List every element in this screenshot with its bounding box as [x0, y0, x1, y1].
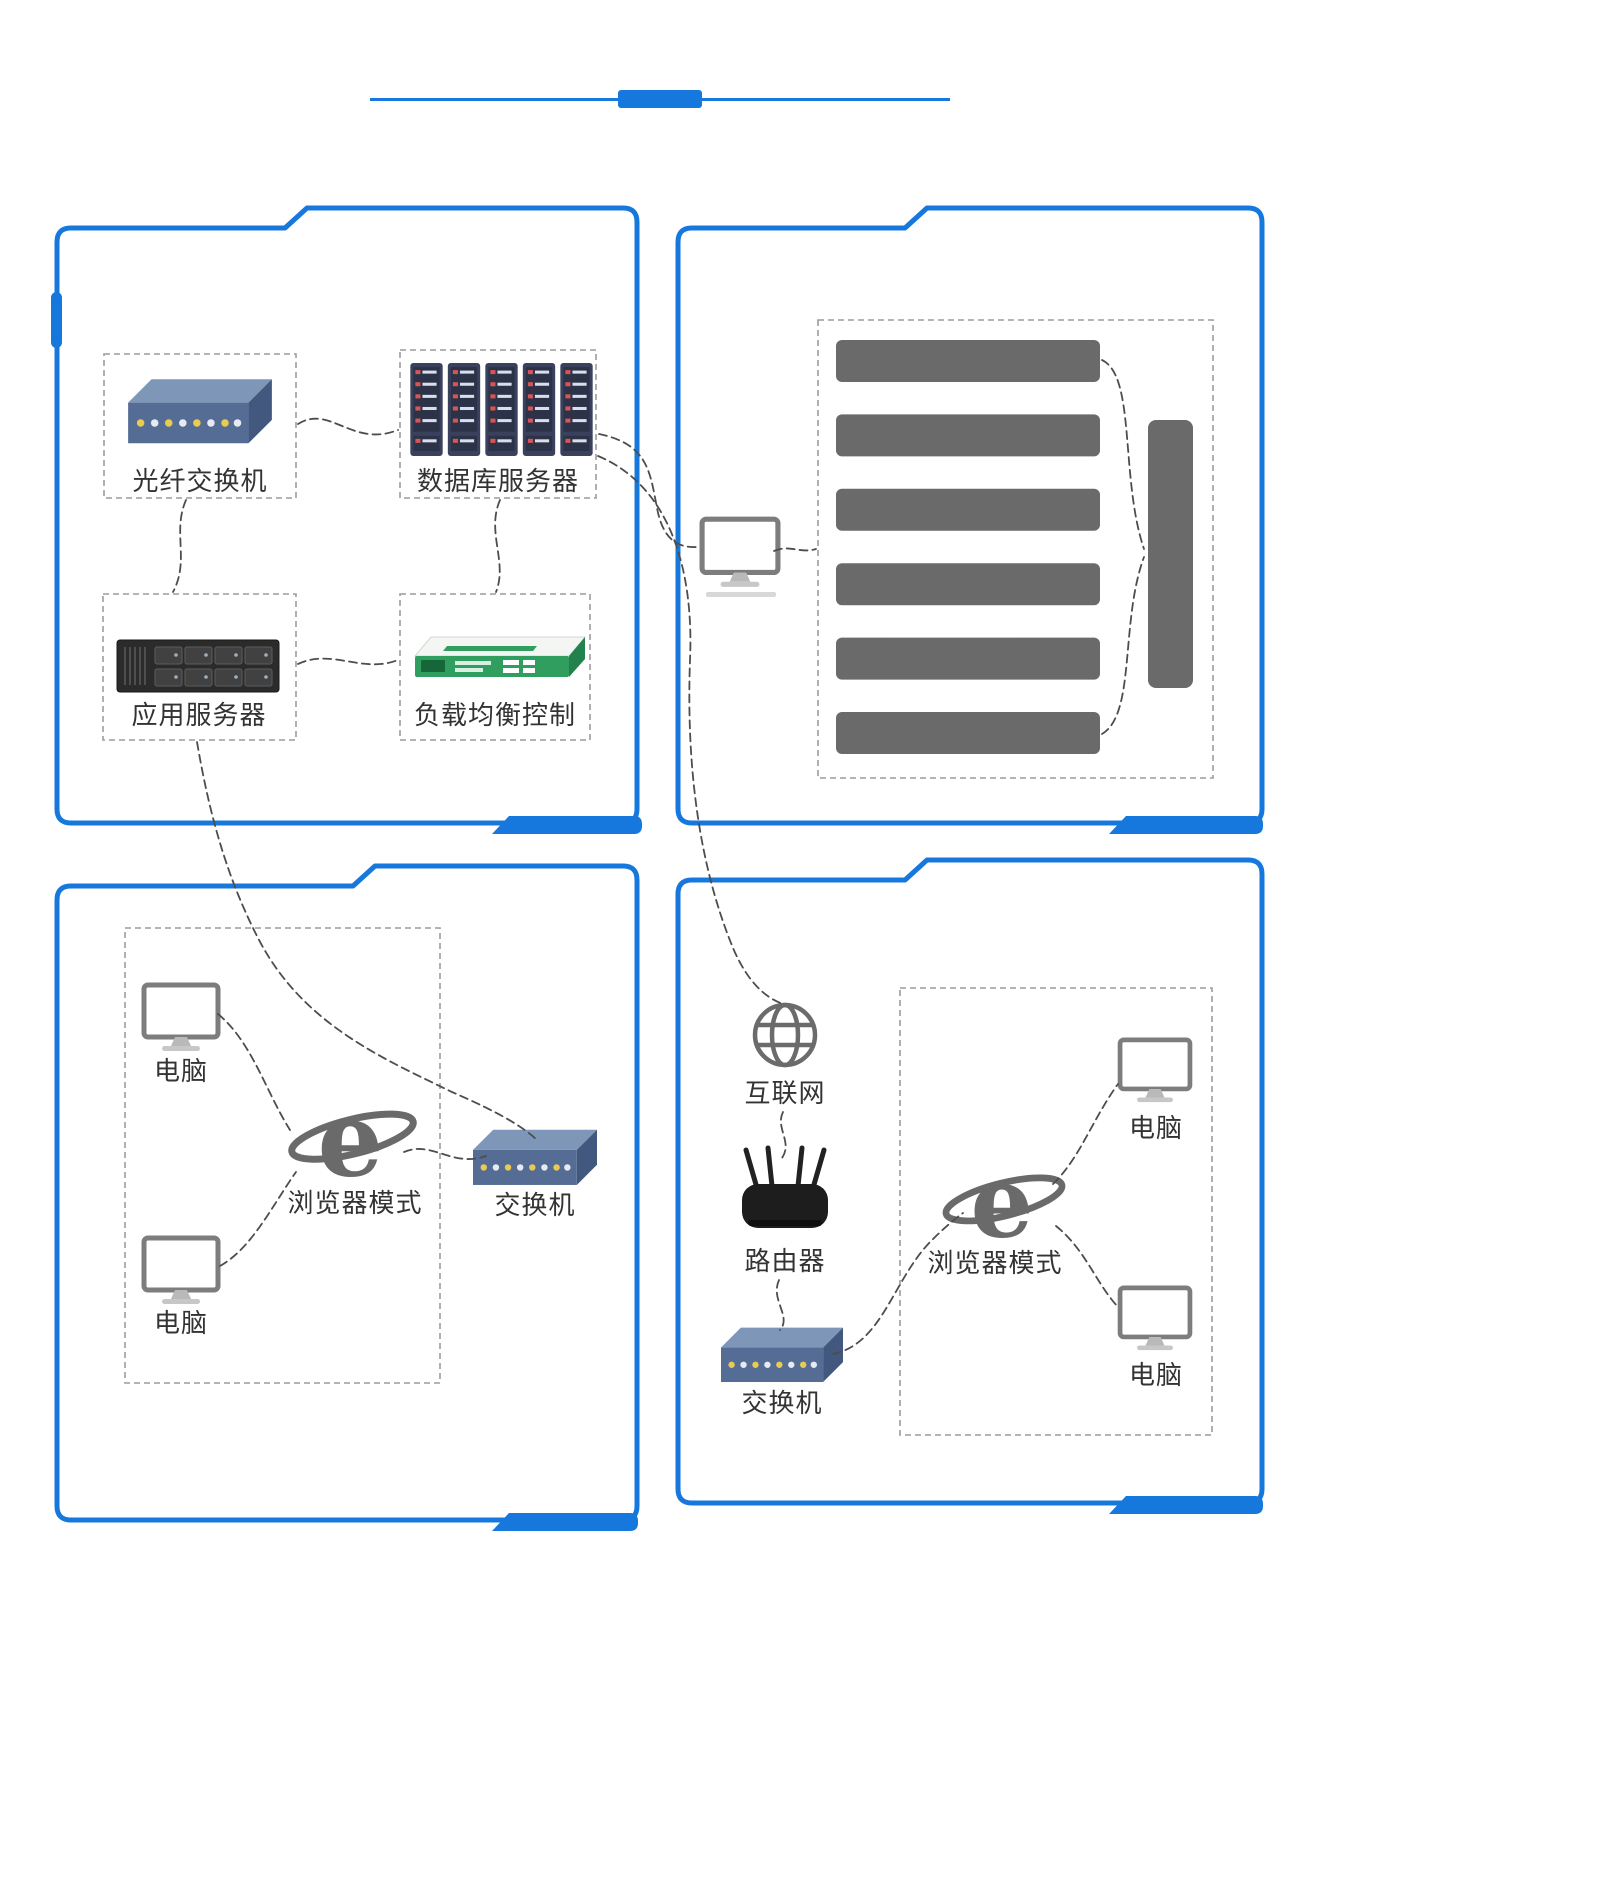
- label-app-server: 应用服务器: [131, 700, 267, 730]
- load-balancer-box: [399, 593, 591, 741]
- link-app-lb: [297, 657, 399, 666]
- label-switch-left: 交换机: [494, 1190, 576, 1220]
- link-db-workstation: [598, 433, 698, 548]
- panel-accent-bar: [492, 816, 642, 834]
- lan-left-box: [124, 927, 441, 1384]
- link-switch-browser-right: [832, 1212, 964, 1355]
- feature-bar-3: [836, 563, 1100, 606]
- summary-bar: [1148, 420, 1193, 688]
- link-internet-router: [780, 1111, 787, 1159]
- link-pc-bottom-browser-left: [219, 1171, 297, 1267]
- pc-monitor-icon-bottom-left: [144, 1238, 218, 1304]
- panel-accent-bar: [492, 1513, 638, 1531]
- link-browser-pc-bottom-right: [1055, 1225, 1120, 1309]
- fiber-switch-box: [103, 353, 297, 499]
- link-db-lb: [494, 499, 501, 593]
- link-browser-pc-top-right: [1052, 1083, 1119, 1185]
- database-server-icon: [410, 363, 593, 456]
- internet-globe-icon: [752, 1002, 818, 1068]
- brace-top-curve: [1101, 359, 1145, 550]
- feature-bar-2: [836, 488, 1100, 531]
- fiber-switch-icon: [128, 379, 272, 444]
- link-fiber-db: [297, 417, 399, 436]
- feature-bar-0: [836, 340, 1100, 382]
- app-server-icon: [116, 639, 280, 693]
- label-pc-top-right: 电脑: [1128, 1113, 1183, 1143]
- label-database-server: 数据库服务器: [416, 466, 579, 496]
- link-browser-switch-left: [403, 1148, 487, 1160]
- header-divider-bar: [618, 90, 702, 108]
- feature-list-box: [817, 319, 1214, 779]
- panel-infrastructure-frame: [54, 205, 640, 826]
- link-app-switch-left: [196, 741, 538, 1141]
- label-fiber-switch: 光纤交换机: [132, 466, 268, 496]
- feature-bar-4: [836, 637, 1100, 680]
- router-icon: [742, 1145, 828, 1228]
- feature-bar-group: [836, 340, 1100, 754]
- ie-browser-icon-left: [288, 1079, 418, 1200]
- panel-accent-bar-left: [51, 292, 62, 348]
- lan-right-box: [899, 987, 1213, 1436]
- link-pc-top-browser-left: [217, 1013, 291, 1131]
- link-fiber-app: [172, 499, 187, 593]
- switch-icon-right: [721, 1327, 843, 1383]
- label-pc-bottom-right: 电脑: [1128, 1360, 1183, 1390]
- link-router-switch-right: [775, 1279, 785, 1331]
- header-decoration: [370, 90, 950, 108]
- workstation-monitor-icon: [702, 519, 778, 587]
- pc-monitor-icon-bottom-right: [1120, 1288, 1190, 1350]
- label-pc-bottom-left: 电脑: [153, 1308, 208, 1338]
- pc-monitor-icon-top-right: [1120, 1040, 1190, 1102]
- feature-bar-1: [836, 414, 1100, 457]
- panel-accent-bar: [1109, 816, 1263, 834]
- panel-accent-bar: [1109, 1496, 1263, 1514]
- label-pc-top-left: 电脑: [153, 1056, 208, 1086]
- brace-bottom-curve: [1101, 556, 1145, 735]
- pc-monitor-icon-top-left: [144, 985, 218, 1051]
- label-router: 路由器: [744, 1246, 826, 1276]
- label-browser-right: 浏览器模式: [927, 1248, 1063, 1278]
- database-server-box: [399, 349, 597, 499]
- label-switch-right: 交换机: [741, 1388, 823, 1418]
- app-server-box: [102, 593, 297, 741]
- connector-layer: [172, 417, 1120, 1355]
- label-load-balancer: 负载均衡控制: [413, 700, 576, 730]
- feature-bar-5: [836, 712, 1100, 754]
- link-db-internet: [597, 455, 784, 1005]
- ie-browser-icon-right: [942, 1144, 1066, 1260]
- label-browser-left: 浏览器模式: [287, 1188, 423, 1218]
- keyboard-icon: [706, 592, 776, 597]
- label-internet: 互联网: [744, 1078, 826, 1108]
- load-balancer-icon: [413, 636, 587, 677]
- link-workstation-featurebox: [773, 547, 817, 552]
